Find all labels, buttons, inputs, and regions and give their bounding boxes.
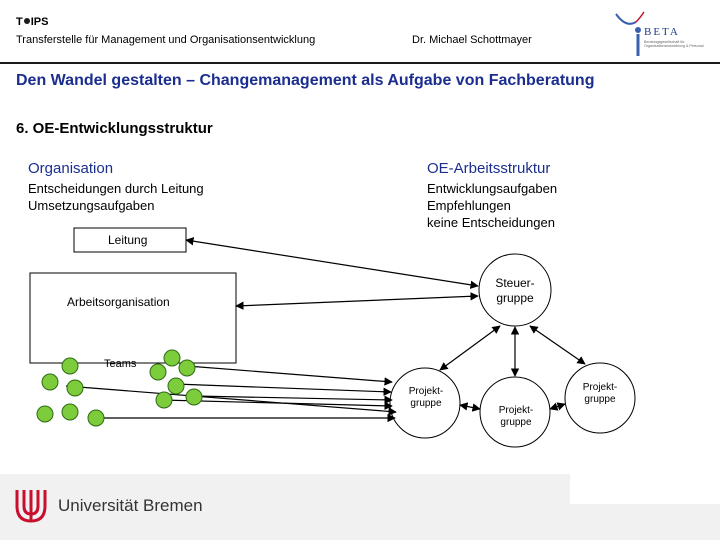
steuergruppe-line-1: Steuer- (495, 276, 535, 290)
org-name: T IPS (16, 16, 48, 28)
beta-logo (612, 10, 708, 58)
team-dot (167, 377, 185, 395)
steuergruppe-circle (478, 253, 552, 327)
projektgruppe-2-line-1: Projekt- (498, 405, 534, 416)
university-name: Universität Bremen (58, 496, 203, 515)
arrow-team-3 (193, 395, 393, 405)
projektgruppe-2-circle (479, 376, 551, 448)
team-dot (61, 403, 79, 421)
projektgruppe-2-label: Projekt- gruppe (486, 405, 546, 429)
footer-band-upper (0, 474, 570, 504)
left-column-text: Entscheidungen durch Leitung Umsetzungsa… (28, 180, 204, 214)
team-dot (149, 363, 167, 381)
arbeitsorganisation-box (29, 272, 237, 364)
right-column-heading: OE-Arbeitsstruktur (427, 160, 551, 177)
projektgruppe-3-circle (564, 362, 636, 434)
arrow-arbeitsorg-steuergruppe (235, 292, 479, 310)
steuergruppe-line-2: gruppe (496, 291, 534, 305)
org-suffix: IPS (30, 16, 49, 28)
projektgruppe-1-line-1: Projekt- (408, 386, 444, 397)
team-dot (87, 409, 105, 427)
arrow-projekt-2-3 (549, 402, 566, 411)
beta-logo-tagline: Beratungsgesellschaft für Organisationse… (644, 40, 704, 49)
team-dots (36, 349, 203, 427)
section-heading: 6. OE-Entwicklungsstruktur (16, 120, 213, 137)
org-subtitle: Transferstelle für Management und Organi… (16, 34, 316, 46)
org-dot-icon (23, 18, 30, 24)
team-dot (155, 391, 173, 409)
slide-title: Den Wandel gestalten – Changemanagement … (16, 72, 595, 89)
leitung-label: Leitung (108, 233, 148, 247)
left-column-heading: Organisation (28, 160, 114, 177)
right-line-1: Entwicklungsaufgaben (427, 181, 558, 196)
team-dot (163, 349, 181, 367)
right-column-text: Entwicklungsaufgaben Empfehlungen keine … (427, 180, 557, 231)
team-dot (61, 357, 79, 375)
projektgruppe-2-line-2: gruppe (500, 417, 532, 428)
arbeitsorganisation-label: Arbeitsorganisation (67, 295, 170, 309)
arrow-steuer-projekt-3 (529, 325, 586, 365)
team-dot (66, 379, 84, 397)
header-divider (0, 62, 720, 64)
arrow-team-5 (65, 385, 397, 416)
left-line-2: Umsetzungsaufgaben (28, 198, 155, 213)
author-name: Dr. Michael Schottmayer (412, 34, 532, 46)
org-prefix: T (16, 16, 23, 28)
team-dot (185, 388, 203, 406)
right-line-2: Empfehlungen (427, 198, 511, 213)
projektgruppe-1-label: Projekt- gruppe (396, 386, 456, 410)
steuergruppe-label: Steuer- gruppe (480, 276, 550, 306)
team-dot (178, 359, 196, 377)
left-line-1: Entscheidungen durch Leitung (28, 181, 204, 196)
arrow-leitung-steuergruppe (185, 237, 479, 289)
university-logo (14, 488, 48, 524)
arrow-steuer-projekt-1 (439, 325, 501, 371)
projektgruppe-3-line-2: gruppe (584, 394, 616, 405)
arrow-team-1 (186, 365, 393, 386)
projektgruppe-1-line-2: gruppe (410, 398, 442, 409)
footer-band-lower (0, 504, 720, 540)
beta-logo-icon (615, 11, 645, 56)
leitung-box (73, 227, 187, 253)
university-logo-icon (15, 490, 47, 523)
teams-label: Teams (104, 358, 137, 370)
team-dot (41, 373, 59, 391)
team-dot (36, 405, 54, 423)
beta-logo-text: BETA (644, 26, 680, 38)
arrow-projekt-1-2 (459, 402, 481, 412)
projektgruppe-3-line-1: Projekt- (582, 382, 618, 393)
arrow-team-2 (174, 383, 392, 396)
right-line-3: keine Entscheidungen (427, 215, 555, 230)
projektgruppe-3-label: Projekt- gruppe (570, 382, 630, 406)
